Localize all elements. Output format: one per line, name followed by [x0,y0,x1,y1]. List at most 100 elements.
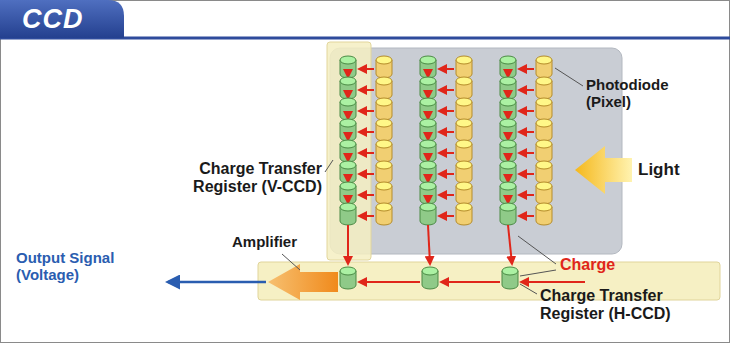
pixel-array [340,56,585,289]
cylinder-top [500,77,516,85]
charge-arrow [359,152,374,154]
cylinder-cell [536,203,552,225]
cylinder-top [536,161,552,169]
cylinder-top [340,98,356,106]
cylinder-top [456,140,472,148]
charge-arrow [439,173,454,175]
cylinder-top [456,77,472,85]
cylinder-cell [376,203,392,225]
charge-arrow [519,194,534,196]
cylinder-cell [456,161,472,183]
charge-arrow [428,225,430,264]
cylinder-top [340,267,356,275]
cylinder-cell [536,140,552,162]
cylinder-top [376,161,392,169]
cylinder-top [536,56,552,64]
leader-line [555,68,583,86]
part-label: Amplifier [232,234,322,251]
cylinder-top [340,161,356,169]
leader-line [325,160,333,172]
cylinder-top [420,203,436,211]
cylinder-cell [536,77,552,99]
charge-arrow [359,131,374,133]
charge-arrow [347,225,349,264]
cylinder-cell [340,140,356,162]
light-arrow [575,146,632,194]
cylinder-cell [420,77,436,99]
cylinder-top [456,98,472,106]
cylinder-cell [456,203,472,225]
cylinder-top [376,77,392,85]
cylinder-cell [536,119,552,141]
cylinder-cell [500,161,516,183]
cylinder-top [536,119,552,127]
sensor-area [330,48,622,254]
cylinder-top [420,119,436,127]
cylinder-cell [456,182,472,204]
cylinder-cell [420,56,436,78]
cylinder-cell [500,56,516,78]
cylinder-cell [456,56,472,78]
cylinder-top [376,182,392,190]
charge-arrow [508,225,512,264]
amplifier-arrow [268,264,338,300]
cylinder-top [376,119,392,127]
cylinder-cell [376,140,392,162]
charge-label: Charge [560,256,640,274]
cylinder-top [536,140,552,148]
cylinder-top [500,161,516,169]
cylinder-cell [456,119,472,141]
output-arrow [168,281,266,284]
cylinder-top [420,161,436,169]
cylinder-top [500,98,516,106]
cylinder-top [500,203,516,211]
cylinder-cell [500,182,516,204]
cylinder-cell [420,98,436,120]
cylinder-cell [536,161,552,183]
charge-arrow [519,173,534,175]
cylinder-top [376,203,392,211]
cylinder-cell [500,140,516,162]
charge-arrow [359,68,374,70]
part-label: Charge Transfer Register (H-CCD) [540,287,705,323]
cylinder-top [456,119,472,127]
cylinder-cell [340,56,356,78]
cylinder-cell [536,98,552,120]
charge-arrow [439,131,454,133]
cylinder-cell [536,56,552,78]
cylinder-top [502,267,518,275]
cylinder-cell [340,119,356,141]
cylinder-cell [500,119,516,141]
cylinder-cell [500,98,516,120]
cylinder-cell [456,140,472,162]
cylinder-top [420,77,436,85]
title-text: CCD [22,4,84,35]
leader-line [282,254,300,270]
cylinder-top [376,98,392,106]
cylinder-cell [340,182,356,204]
cylinder-top [456,203,472,211]
cylinder-top [420,182,436,190]
charge-arrow [519,68,534,70]
cylinder-cell [420,161,436,183]
cylinder-top [340,140,356,148]
cylinder-cell [420,140,436,162]
cylinder-cell [420,119,436,141]
cylinder-cell [340,98,356,120]
charge-arrow [439,68,454,70]
cylinder-top [500,119,516,127]
cylinder-cell [500,203,516,225]
cylinder-cell [420,203,436,225]
cylinder-top [500,182,516,190]
cylinder-top [340,182,356,190]
cylinder-top [340,77,356,85]
charge-arrow [439,152,454,154]
charge-arrow [359,110,374,112]
cylinder-cell [376,77,392,99]
charge-arrow [359,89,374,91]
leader-line [518,236,556,264]
cylinder-cell [536,182,552,204]
cylinder-cell [420,182,436,204]
